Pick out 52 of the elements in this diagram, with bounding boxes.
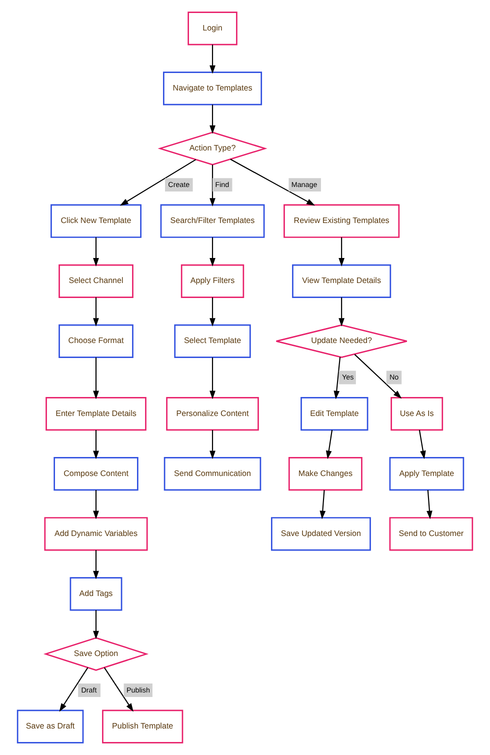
node-box: Enter Template Details [46, 397, 146, 431]
arrow [93, 430, 99, 460]
node-box: Apply Filters [180, 264, 244, 298]
arrow [230, 158, 316, 206]
node-box: Publish Template [102, 710, 184, 744]
arrow [120, 159, 196, 206]
arrow [326, 430, 333, 460]
node-box: Add Tags [70, 577, 122, 611]
node-box: Apply Template [389, 457, 464, 491]
arrow [210, 237, 216, 266]
node-box: Personalize Content [166, 397, 259, 431]
arrow [93, 490, 99, 520]
node-box: View Template Details [292, 264, 392, 298]
node-box: Edit Template [300, 397, 368, 431]
node-box: Send to Customer [389, 517, 474, 551]
node-box: Choose Format [58, 324, 134, 358]
arrow [320, 490, 326, 520]
arrow [93, 357, 99, 400]
node-box: Select Template [174, 324, 251, 358]
arrow [210, 430, 216, 460]
node-box: Search/Filter Templates [160, 204, 265, 238]
arrow [338, 297, 345, 327]
node-box: Compose Content [54, 457, 138, 491]
arrow [93, 237, 99, 266]
arrow [418, 430, 426, 460]
node-box: Make Changes [288, 457, 362, 491]
arrow [93, 610, 99, 640]
arrow [426, 490, 432, 520]
node-box: Save as Draft [16, 710, 84, 744]
node-box: Add Dynamic Variables [44, 517, 148, 551]
node-box: Use As Is [390, 397, 444, 431]
node-box: Send Communication [164, 457, 262, 491]
node-box: Save Updated Version [270, 517, 371, 551]
arrow [93, 297, 99, 327]
arrow [210, 44, 216, 74]
arrow [104, 667, 134, 712]
node-diamond: Save Option [43, 637, 149, 671]
node-box: Click New Template [50, 204, 142, 238]
arrow [59, 667, 88, 712]
node-diamond: Update Needed? [276, 324, 408, 358]
arrow [210, 104, 216, 134]
arrow [334, 357, 341, 400]
node-box: Navigate to Templates [163, 72, 262, 106]
node-diamond: Action Type? [158, 132, 268, 166]
arrow [210, 357, 216, 400]
node-box: Review Existing Templates [284, 204, 400, 238]
arrow [338, 237, 345, 266]
arrow [210, 297, 216, 327]
arrow [93, 550, 99, 580]
node-box: Login [188, 12, 238, 46]
arrow [210, 164, 216, 206]
node-box: Select Channel [58, 264, 134, 298]
